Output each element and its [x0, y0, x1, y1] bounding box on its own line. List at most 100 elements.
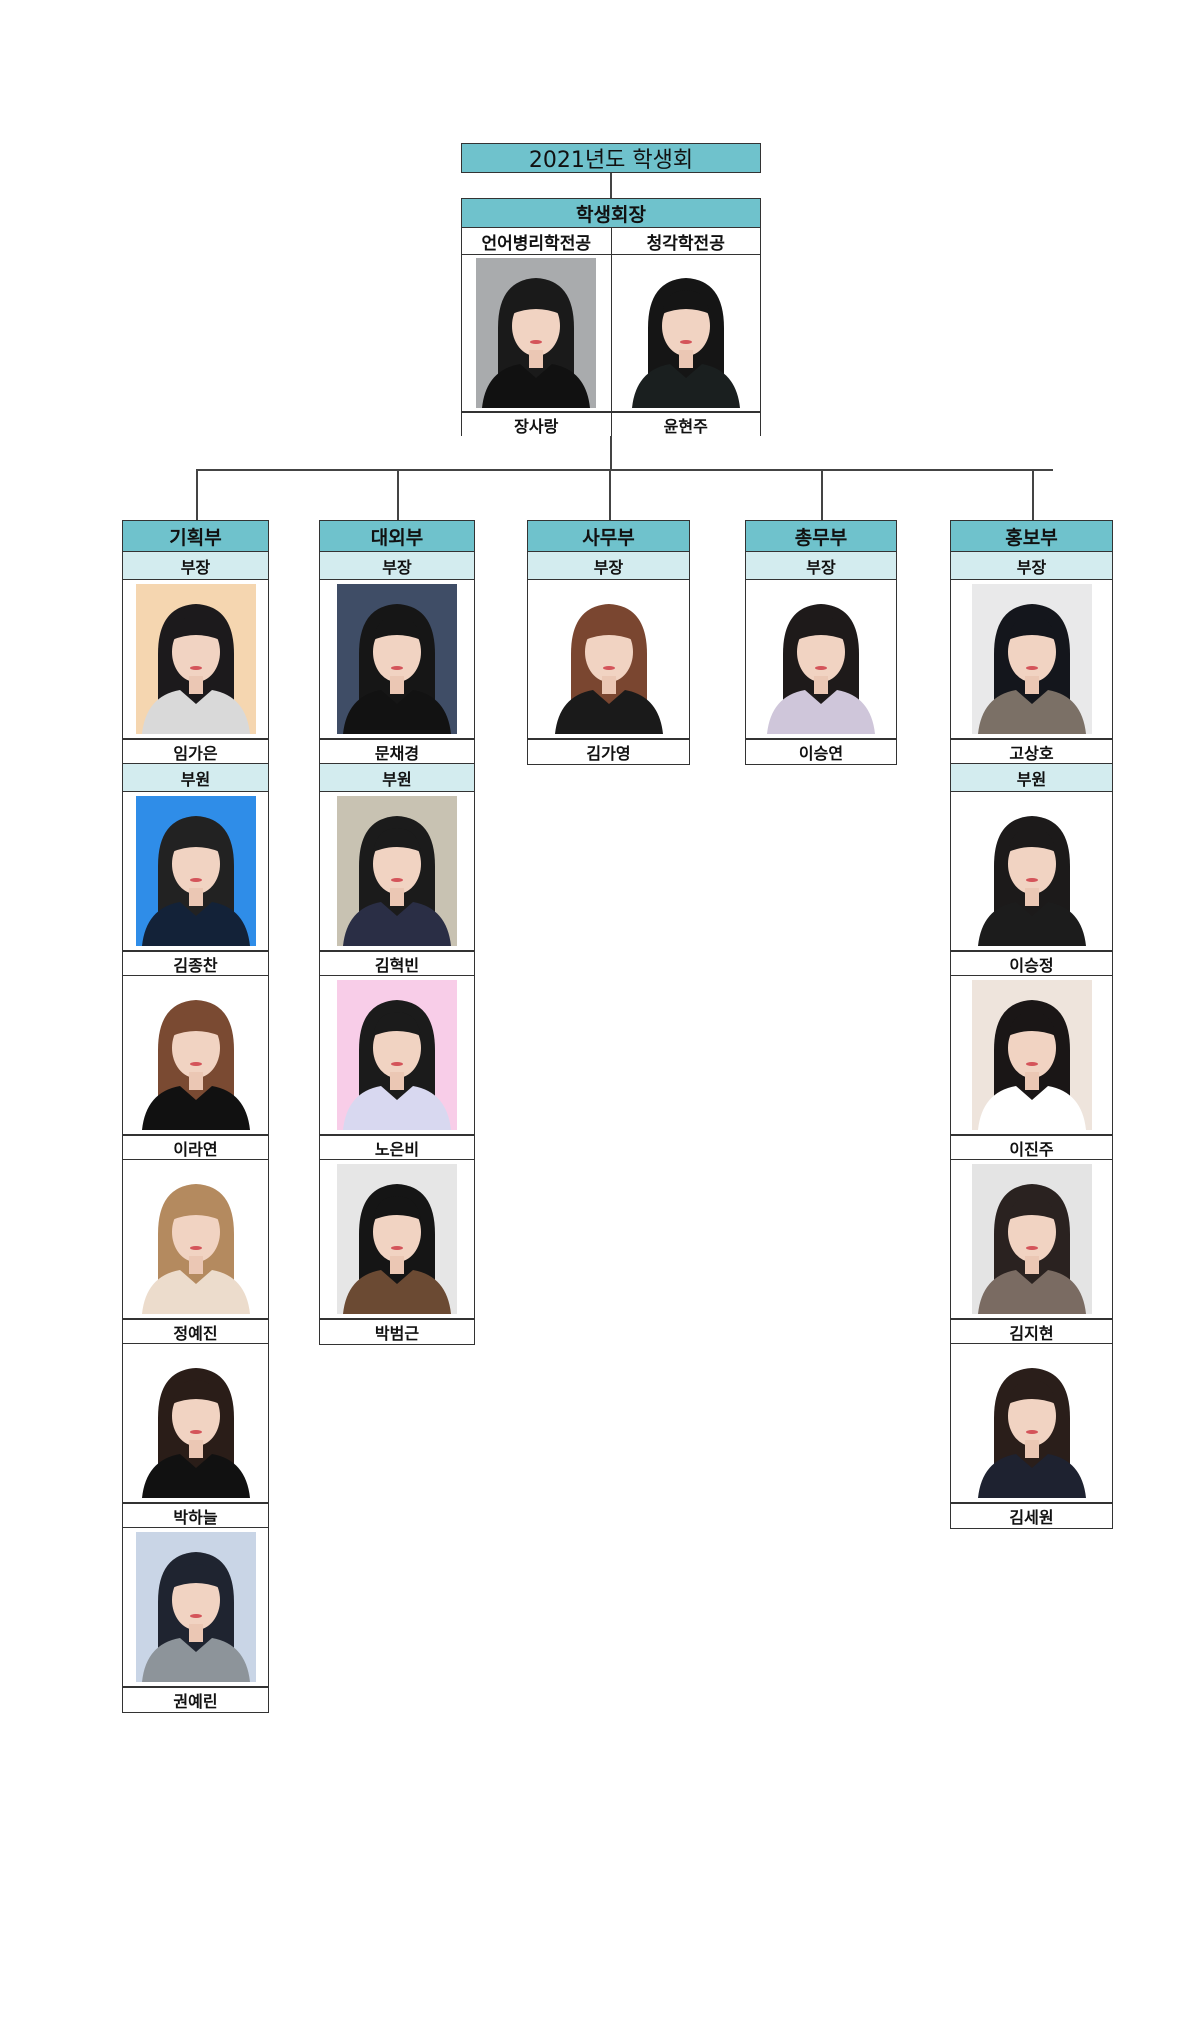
department-header: 대외부: [320, 521, 474, 552]
member-name: 김혁빈: [320, 951, 474, 976]
member-name: 김종찬: [123, 951, 268, 976]
connector-line: [821, 469, 823, 520]
person-silhouette-icon: [625, 258, 746, 408]
head-name: 문채경: [320, 739, 474, 764]
connector-line: [196, 469, 198, 520]
member-photo-cell: [123, 1344, 268, 1503]
head-photo-cell: [746, 580, 896, 739]
person-silhouette-icon: [971, 1164, 1092, 1314]
member-name: 이승정: [951, 951, 1112, 976]
member-photo: [971, 980, 1092, 1130]
president-major-label: 청각학전공: [611, 228, 760, 255]
person-silhouette-icon: [476, 258, 597, 408]
person-silhouette-icon: [971, 584, 1092, 734]
connector-line: [610, 436, 612, 470]
member-photo: [476, 258, 597, 408]
president-name: 윤현주: [611, 412, 760, 437]
connector-line: [196, 469, 1053, 471]
member-photo: [135, 1164, 256, 1314]
member-photo: [337, 796, 457, 946]
member-photo: [971, 1164, 1092, 1314]
person-silhouette-icon: [337, 584, 457, 734]
department-header: 사무부: [528, 521, 689, 552]
member-photo: [135, 1348, 256, 1498]
person-silhouette-icon: [135, 584, 256, 734]
head-photo-cell: [123, 580, 268, 739]
person-silhouette-icon: [971, 796, 1092, 946]
president-photo-cell: [462, 255, 611, 412]
head-name: 고상호: [951, 739, 1112, 764]
member-name: 이라연: [123, 1135, 268, 1160]
person-silhouette-icon: [548, 584, 669, 734]
president-major-label: 언어병리학전공: [462, 228, 611, 255]
member-photo-cell: [123, 1528, 268, 1687]
president-header: 학생회장: [462, 199, 760, 228]
member-photo-cell: [951, 976, 1112, 1135]
head-name: 이승연: [746, 739, 896, 764]
member-photo: [337, 980, 457, 1130]
member-photo: [971, 796, 1092, 946]
member-name: 박하늘: [123, 1503, 268, 1528]
member-name: 정예진: [123, 1319, 268, 1344]
member-name: 권예린: [123, 1687, 268, 1712]
connector-line: [609, 469, 611, 520]
person-silhouette-icon: [135, 796, 256, 946]
member-photo: [135, 584, 256, 734]
role-label-head: 부장: [528, 552, 689, 580]
member-photo: [337, 1164, 457, 1314]
member-name: 김세원: [951, 1503, 1112, 1528]
person-silhouette-icon: [971, 1348, 1092, 1498]
member-photo: [135, 1532, 256, 1682]
member-name: 이진주: [951, 1135, 1112, 1160]
role-label-members: 부원: [320, 764, 474, 792]
member-name: 박범근: [320, 1319, 474, 1344]
head-photo-cell: [528, 580, 689, 739]
role-label-head: 부장: [320, 552, 474, 580]
head-photo-cell: [951, 580, 1112, 739]
department-header: 총무부: [746, 521, 896, 552]
head-name: 김가영: [528, 739, 689, 764]
member-photo-cell: [320, 792, 474, 951]
person-silhouette-icon: [761, 584, 881, 734]
connector-line: [610, 173, 612, 198]
member-name: 김지현: [951, 1319, 1112, 1344]
member-photo-cell: [123, 976, 268, 1135]
org-title: 2021년도 학생회: [528, 148, 694, 173]
member-photo-cell: [123, 1160, 268, 1319]
member-photo: [135, 980, 256, 1130]
person-silhouette-icon: [135, 980, 256, 1130]
member-photo-cell: [320, 976, 474, 1135]
role-label-head: 부장: [746, 552, 896, 580]
person-silhouette-icon: [337, 796, 457, 946]
president-photo-cell: [611, 255, 760, 412]
person-silhouette-icon: [135, 1164, 256, 1314]
member-photo-cell: [320, 1160, 474, 1319]
member-photo-cell: [951, 792, 1112, 951]
department-header: 홍보부: [951, 521, 1112, 552]
member-photo-cell: [951, 1160, 1112, 1319]
member-photo: [971, 1348, 1092, 1498]
member-photo: [337, 584, 457, 734]
role-label-members: 부원: [951, 764, 1112, 792]
member-photo: [761, 584, 881, 734]
role-label-head: 부장: [951, 552, 1112, 580]
member-photo: [135, 796, 256, 946]
member-name: 노은비: [320, 1135, 474, 1160]
person-silhouette-icon: [135, 1532, 256, 1682]
member-photo-cell: [123, 792, 268, 951]
member-photo-cell: [951, 1344, 1112, 1503]
member-photo: [625, 258, 746, 408]
member-photo: [971, 584, 1092, 734]
person-silhouette-icon: [135, 1348, 256, 1498]
connector-line: [397, 469, 399, 520]
connector-line: [1032, 469, 1034, 520]
president-name: 장사랑: [462, 412, 611, 437]
